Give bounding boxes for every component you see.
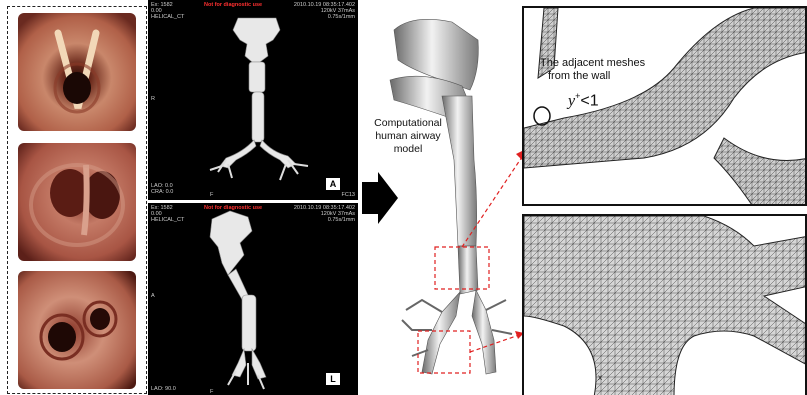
- endoscopy-image-2: [18, 143, 136, 261]
- axis-marker: x: [598, 373, 602, 382]
- mesh-render-lower: [524, 216, 807, 395]
- mesh-annotation-line2: from the wall: [540, 70, 645, 83]
- yplus-label: y+<1: [568, 91, 599, 110]
- ct-airway-render-lateral: [148, 203, 358, 395]
- mesh-annotation: The adjacent meshes from the wall: [540, 57, 645, 83]
- mesh-detail-lower: [522, 214, 807, 395]
- endoscopy-panel: [7, 6, 147, 394]
- ct-airway-render: [148, 0, 358, 200]
- yplus-rest: <1: [580, 92, 598, 109]
- mesh-detail-upper: [522, 6, 807, 206]
- mesh-render-upper: [524, 8, 807, 206]
- endoscopy-image-1: [18, 13, 136, 131]
- ct-scan-lateral: Ex: 1582 Not for diagnostic use 2010.10.…: [148, 203, 358, 395]
- ct-scan-anterior: Ex: 1582 Not for diagnostic use 2010.10.…: [148, 0, 358, 200]
- mesh-annotation-line1: The adjacent meshes: [540, 57, 645, 70]
- endoscopy-image-3: [18, 271, 136, 389]
